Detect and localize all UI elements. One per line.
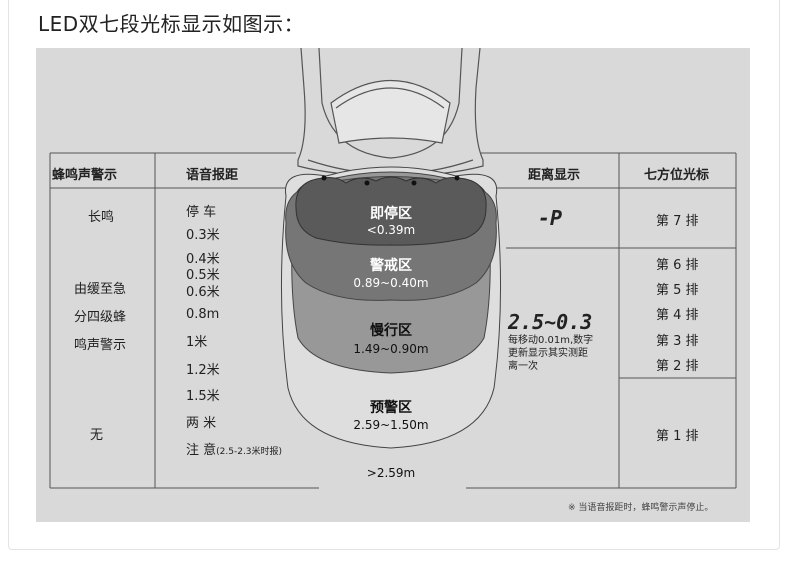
zone-slow-range: 1.49~0.90m	[353, 342, 429, 356]
cursor-row: 第 5 排	[656, 283, 699, 298]
voice-last-main: 注 意	[186, 443, 217, 458]
voice-item: 停 车	[186, 205, 217, 220]
voice-item: 0.3米	[186, 228, 220, 243]
voice-item: 0.8m	[186, 307, 220, 322]
buzzer-mid-line2: 分四级蜂	[74, 310, 127, 325]
diagram-graphics	[49, 48, 737, 489]
cursor-row: 第 3 排	[656, 334, 699, 349]
voice-item: 0.6米	[186, 285, 220, 300]
zone-caution-name: 警戒区	[370, 258, 412, 274]
distance-range-b: 0.3	[556, 310, 593, 334]
header-voice: 语音报距	[186, 168, 239, 183]
header-distance: 距离显示	[528, 168, 581, 183]
buzzer-mid-line3: 鸣声警示	[74, 338, 127, 353]
voice-item-last: 注 意(2.5-2.3米时报)	[186, 439, 282, 458]
buzzer-long: 长鸣	[88, 210, 115, 225]
voice-last-sub: (2.5-2.3米时报)	[216, 447, 283, 457]
buzzer-mid-line1: 由缓至急	[74, 282, 127, 297]
cursor-row: 第 7 排	[656, 214, 699, 229]
voice-item: 0.4米	[186, 252, 220, 267]
zone-caution-range: 0.89~0.40m	[353, 276, 429, 290]
voice-item: 0.5米	[186, 268, 220, 283]
distance-desc-line2: 更新显示其实测距	[508, 348, 588, 359]
buzzer-none: 无	[90, 428, 104, 443]
voice-item: 1.5米	[186, 389, 220, 404]
zone-stop-range: <0.39m	[366, 223, 416, 237]
cursor-row: 第 4 排	[656, 308, 699, 323]
distance-range-sep: ~	[544, 310, 557, 334]
zone-warning-name: 预警区	[370, 400, 412, 416]
zone-beyond: >2.59m	[366, 466, 416, 480]
distance-desc-line3: 离一次	[508, 361, 538, 372]
distance-range-display: 2.5~0.3	[508, 310, 592, 334]
header-cursor: 七方位光标	[644, 168, 710, 183]
header-buzzer: 蜂鸣声警示	[52, 168, 118, 183]
zone-warning-range: 2.59~1.50m	[353, 418, 429, 432]
distance-range-a: 2.5	[508, 310, 545, 334]
distance-stop-display: -P	[538, 206, 563, 230]
voice-item: 1.2米	[186, 363, 220, 378]
cursor-row: 第 6 排	[656, 258, 699, 273]
page-heading: LED双七段光标显示如图示：	[38, 12, 305, 36]
zone-stop-name: 即停区	[370, 206, 412, 222]
diagram-panel: 蜂鸣声警示 语音报距 距离显示 七方位光标 长鸣 由缓至急 分四级蜂 鸣声警示 …	[36, 48, 750, 522]
cursor-row: 第 1 排	[656, 429, 699, 444]
zone-slow-name: 慢行区	[370, 323, 412, 339]
cursor-row: 第 2 排	[656, 359, 699, 374]
footnote: ※ 当语音报距时，蜂鸣警示声停止。	[568, 503, 714, 513]
voice-item: 两 米	[186, 416, 217, 431]
voice-item: 1米	[186, 335, 208, 350]
distance-desc-line1: 每移动0.01m,数字	[508, 335, 594, 346]
